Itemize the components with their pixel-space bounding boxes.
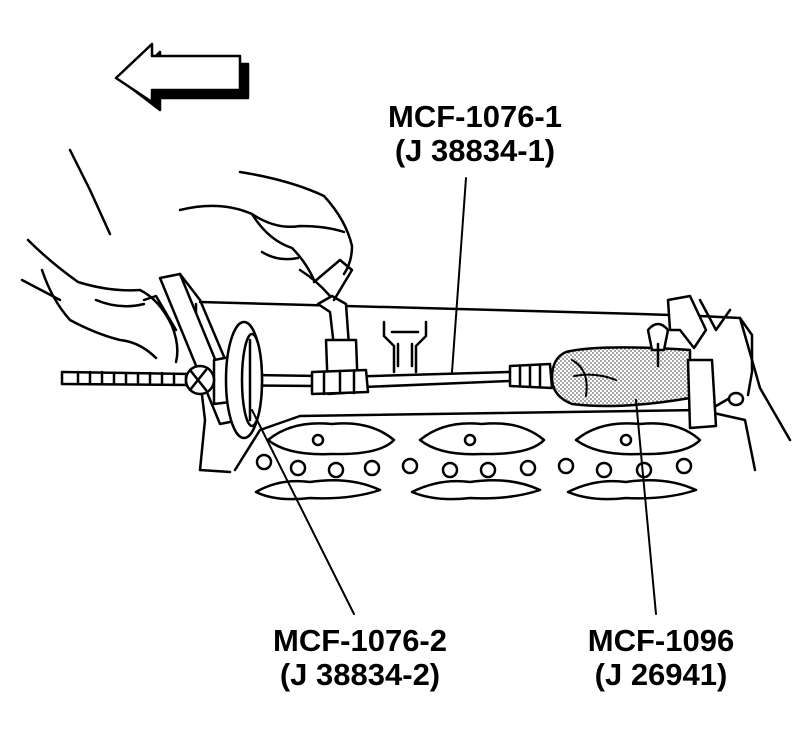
wrench (310, 294, 370, 396)
leader-tool-1 (451, 177, 467, 373)
label-mcf-1076-2-alt: (J 38834-2) (279, 657, 441, 692)
label-mcf-1076-1-part: MCF-1076-1 (388, 99, 562, 134)
label-mcf-1076-2: MCF-1076-2 (J 38834-2) (245, 624, 475, 692)
threaded-rod (60, 362, 554, 390)
leader-tool-2 (251, 409, 355, 615)
slide-hammer (550, 294, 732, 430)
engine-block (194, 300, 792, 474)
label-mcf-1076-2-part: MCF-1076-2 (273, 623, 447, 658)
label-mcf-1096: MCF-1096 (J 26941) (556, 624, 766, 692)
label-mcf-1096-alt: (J 26941) (594, 657, 728, 692)
left-hand (20, 148, 179, 364)
cylinder-bores (254, 422, 702, 501)
label-mcf-1076-1-alt: (J 38834-1) (394, 133, 556, 168)
leader-tool-3 (635, 399, 657, 615)
left-arrow-icon (114, 42, 250, 112)
leader-lines (251, 177, 657, 615)
label-mcf-1076-1: MCF-1076-1 (J 38834-1) (360, 100, 590, 168)
right-hand (178, 170, 354, 302)
label-mcf-1096-part: MCF-1096 (587, 623, 735, 658)
bearing-plate (158, 272, 264, 440)
